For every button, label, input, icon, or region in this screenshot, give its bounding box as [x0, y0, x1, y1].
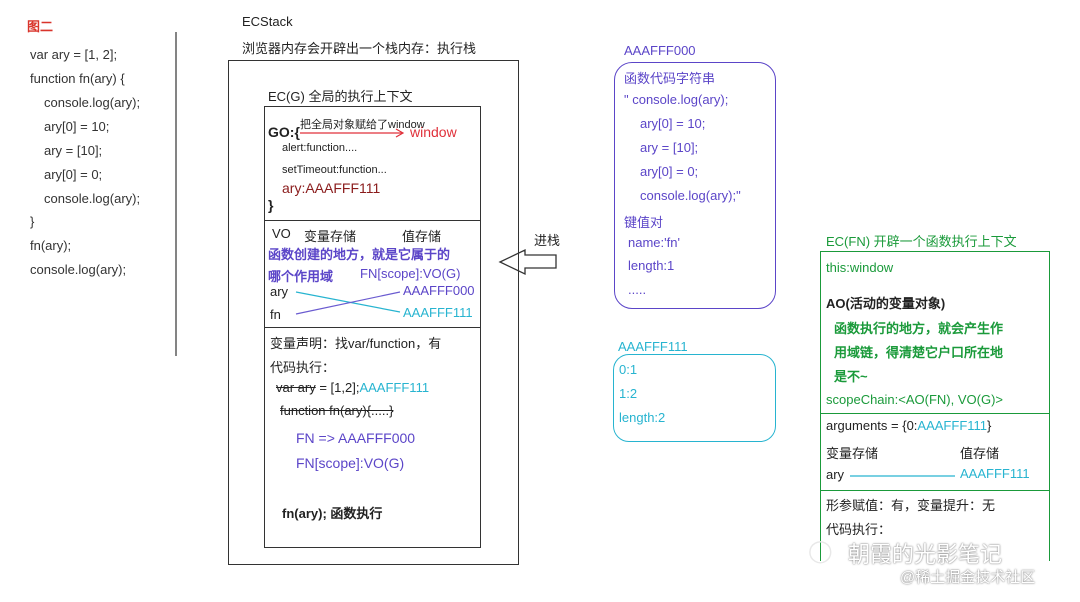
code-line: ary = [10];: [44, 143, 103, 158]
ecfn-ary-val: AAAFFF111: [960, 466, 1030, 481]
heap-fn-line: 键值对: [624, 215, 664, 230]
exec-decl: 变量声明：找var/function，有: [270, 336, 442, 351]
figure-label: 图二: [27, 19, 54, 34]
heap-fn-line: length:1: [628, 258, 675, 273]
ecg-title: EC(G) 全局的执行上下文: [268, 89, 413, 104]
exec-line-1: var ary = [1,2];AAAFFF111: [276, 380, 429, 395]
vo-ary: ary: [270, 284, 289, 299]
ecfn-arguments-suffix: }: [987, 418, 992, 433]
code-line: function fn(ary) {: [30, 71, 125, 86]
ecfn-ary: ary: [826, 467, 845, 482]
vo-val-000: AAAFFF000: [403, 283, 475, 298]
push-arrow: [498, 248, 557, 276]
watermark-source: @稀土掘金技术社区: [900, 569, 1036, 586]
ecstack-subtitle: 浏览器内存会开辟出一个栈内存：执行栈: [242, 41, 477, 56]
heap-arr-line: length:2: [619, 410, 666, 425]
go-ary: ary:AAAFFF111: [282, 180, 381, 196]
go-settimeout: setTimeout:function...: [282, 164, 387, 176]
ecfn-box: [820, 251, 1050, 561]
code-line: ary[0] = 0;: [44, 167, 103, 182]
ecfn-title: EC(FN) 开辟一个函数执行上下文: [826, 234, 1017, 249]
ecfn-arguments-addr: AAAFFF111: [917, 418, 988, 433]
exec-label: 代码执行：: [270, 360, 336, 375]
exec-line-1-var: var ary: [276, 380, 316, 395]
heap-arr-line: 1:2: [619, 386, 638, 401]
heap-fn-addr: AAAFFF000: [624, 43, 696, 58]
go-vo-divider: [264, 220, 481, 221]
vo-var-store: 变量存储: [304, 229, 357, 244]
vo-label: VO: [272, 226, 291, 241]
ary-to-111-line: [295, 291, 401, 313]
go-label: GO:{: [268, 124, 300, 140]
heap-fn-box: [614, 62, 776, 309]
vo-desc-2: 哪个作用域: [268, 269, 334, 284]
ecfn-ao: AO(活动的变量对象): [826, 296, 946, 311]
ecfn-arguments: arguments = {0:AAAFFF111}: [826, 418, 991, 433]
ecstack-title: ECStack: [242, 14, 293, 29]
exec-fn-scope: FN[scope]:VO(G): [296, 455, 405, 471]
heap-fn-line: ary = [10];: [640, 140, 699, 155]
wechat-icon: ◯: [808, 538, 833, 563]
ecfn-this: this:window: [826, 260, 894, 275]
window-label: window: [410, 124, 457, 140]
ecfn-var-store: 变量存储: [826, 446, 879, 461]
fn-to-000-line: [295, 291, 401, 315]
heap-fn-line: " console.log(ary);: [624, 92, 729, 107]
exec-fn-ref: FN => AAAFFF000: [296, 430, 416, 446]
ecfn-arguments-prefix: arguments = {0:: [826, 418, 918, 433]
ecstack-box: [228, 60, 519, 565]
ecfn-val-store: 值存储: [960, 446, 1000, 461]
code-line: console.log(ary);: [44, 191, 141, 206]
vo-exec-divider: [264, 327, 481, 328]
watermark-name: 朝霞的光影笔记: [848, 542, 1003, 567]
heap-fn-line: name:'fn': [628, 235, 680, 250]
window-arrow-head: [395, 128, 405, 138]
go-note: 把全局对象赋给了window: [300, 119, 425, 131]
heap-fn-line: 函数代码字符串: [624, 71, 716, 86]
ecfn-desc-1: 函数执行的地方，就会产生作: [834, 321, 1004, 336]
go-alert: alert:function....: [282, 142, 358, 154]
heap-fn-line: ary[0] = 0;: [640, 164, 699, 179]
ecfn-scopechain: scopeChain:<AO(FN), VO(G)>: [826, 392, 1003, 407]
vo-desc-1: 函数创建的地方，就是它属于的: [268, 247, 451, 262]
ecfn-desc-2: 用域链，得清楚它户口所在地: [834, 345, 1004, 360]
exec-line-1-addr: AAAFFF111: [359, 380, 430, 395]
push-label: 进栈: [534, 233, 561, 248]
code-line: }: [30, 214, 35, 229]
ecfn-divider-2: [820, 490, 1050, 491]
exec-line-2: function fn(ary){.....}: [280, 403, 394, 418]
code-line: console.log(ary);: [44, 95, 141, 110]
vo-val-111: AAAFFF111: [403, 305, 473, 320]
exec-line-1-value: = [1,2];: [315, 380, 360, 395]
go-close: }: [268, 197, 274, 213]
exec-call: fn(ary); 函数执行: [282, 506, 383, 521]
vo-scope: FN[scope]:VO(G): [360, 266, 461, 281]
heap-arr-box: [613, 354, 776, 442]
heap-fn-line: console.log(ary);": [640, 188, 741, 203]
heap-fn-line: ary[0] = 10;: [640, 116, 706, 131]
ecfn-divider-1: [820, 413, 1050, 414]
code-line: var ary = [1, 2];: [30, 47, 118, 62]
code-line: ary[0] = 10;: [44, 119, 110, 134]
heap-fn-line: .....: [628, 282, 647, 297]
vo-fn: fn: [270, 307, 281, 322]
heap-arr-addr: AAAFFF111: [618, 339, 688, 354]
ecfn-params: 形参赋值：有，变量提升：无: [826, 498, 996, 513]
ecfn-desc-3: 是不~: [834, 369, 868, 384]
code-line: fn(ary);: [30, 238, 72, 253]
heap-arr-line: 0:1: [619, 362, 638, 377]
vo-val-store: 值存储: [402, 229, 442, 244]
code-line: console.log(ary);: [30, 262, 127, 277]
ecfn-exec: 代码执行：: [826, 522, 892, 537]
